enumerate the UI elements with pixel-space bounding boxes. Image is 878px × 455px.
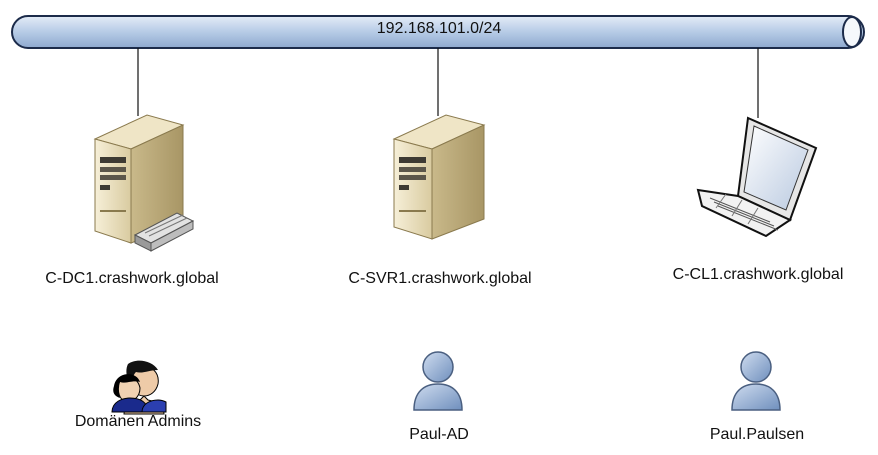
account-label-paul-paulsen: Paul.Paulsen: [709, 426, 805, 443]
domain-controller-server-icon: [93, 114, 195, 252]
laptop-icon: [696, 116, 818, 238]
user-group-icon: [111, 360, 167, 415]
host-label-dc1: C-DC1.crashwork.global: [45, 270, 219, 287]
user-icon: [413, 351, 463, 411]
host-label-svr1: C-SVR1.crashwork.global: [348, 270, 532, 287]
server-tower-icon: [392, 114, 486, 240]
network-bus: [11, 15, 865, 49]
subnet-label: 192.168.101.0/24: [376, 20, 502, 37]
account-label-domain-admins: Domänen Admins: [74, 413, 202, 430]
user-icon: [731, 351, 781, 411]
account-label-paul-ad: Paul-AD: [409, 426, 469, 443]
host-label-cl1: C-CL1.crashwork.global: [672, 266, 844, 283]
